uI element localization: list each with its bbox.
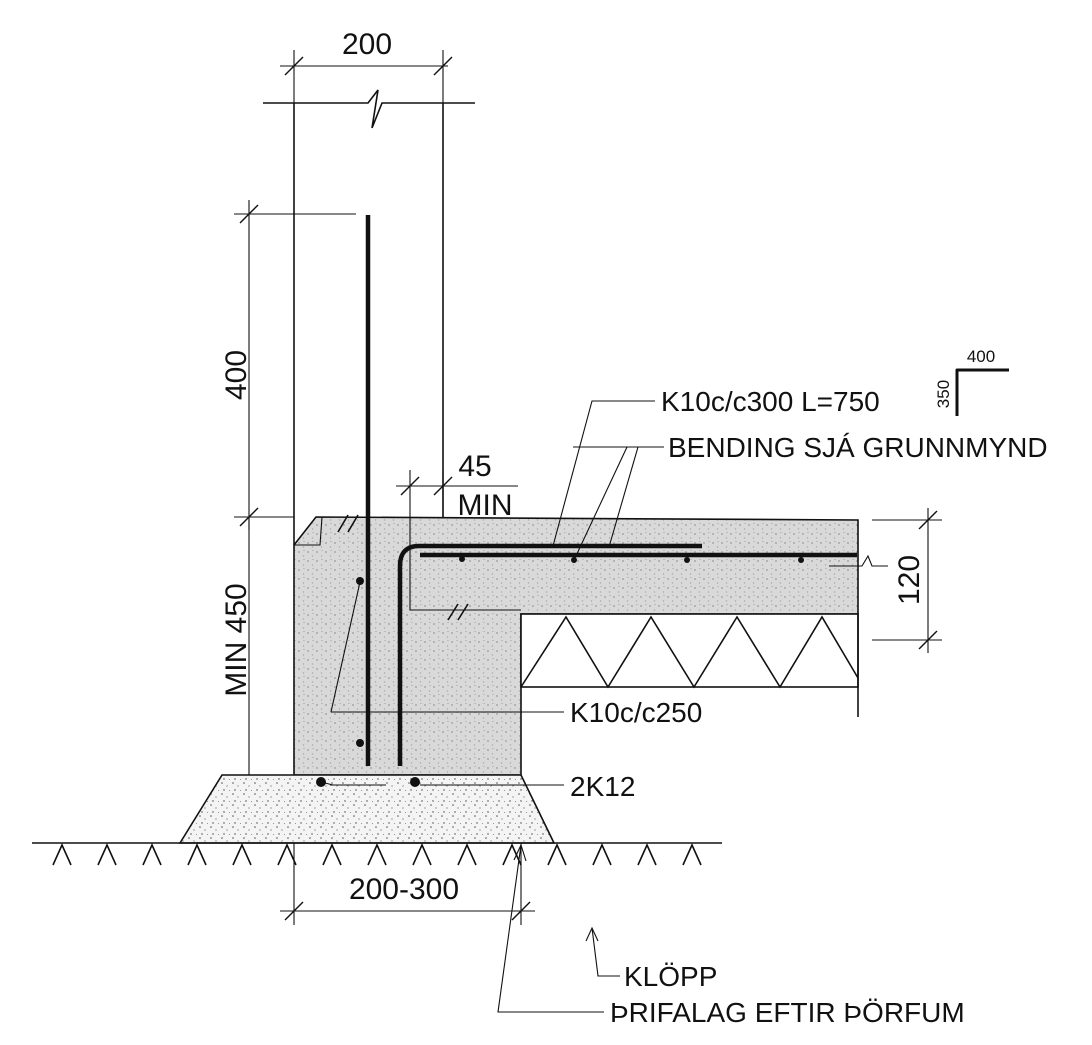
dim-footing-height: MIN 450 [220,583,253,696]
callout-ground: KLÖPP [624,961,717,992]
dim-embed-length: 400 [220,350,253,400]
callout-bottom-bars: 2K12 [570,771,635,802]
dim-wall-width: 200 [342,28,392,61]
ground-hatch-mark [412,843,432,866]
ground-hatch-mark [232,843,252,866]
dim-cover-min: MIN [458,489,513,522]
ground-hatch-mark [637,843,657,866]
ground-hatch-mark [322,843,342,866]
callout-wall-bar: K10c/c250 [570,697,702,728]
bar-shape-vertical-leg: 350 [934,380,953,408]
bar-shape-diagram [955,368,1009,416]
callout-bedding: ÞRIFALAG EFTIR ÞÖRFUM [610,997,965,1028]
ground-hatch-mark [502,843,522,866]
dim-slab-thickness: 120 [893,555,926,605]
ground-hatch-mark [682,843,702,866]
dim-footing-width: 200-300 [349,873,459,906]
ground-hatch-mark [592,843,612,866]
callout-slab-bar: K10c/c300 L=750 [661,386,880,417]
callout-bending: BENDING SJÁ GRUNNMYND [668,432,1048,463]
ground-hatch-mark [97,843,117,866]
bar-shape-horizontal-leg: 400 [967,347,995,366]
leader-lines [320,400,664,1013]
ground-hatch-mark [52,843,72,866]
ground-hatch-mark [457,843,477,866]
dim-cover: 45 [458,450,491,483]
wall-above [263,89,475,545]
ground-hatch-mark [277,843,297,866]
ground-hatch-mark [187,843,207,866]
insulation [520,613,859,717]
ground-hatch-mark [367,843,387,866]
ground-hatch-mark [142,843,162,866]
ground-hatch-mark [547,843,567,866]
dimension-lines [234,50,942,925]
reinforcement [316,215,857,787]
ground-line [32,842,722,866]
